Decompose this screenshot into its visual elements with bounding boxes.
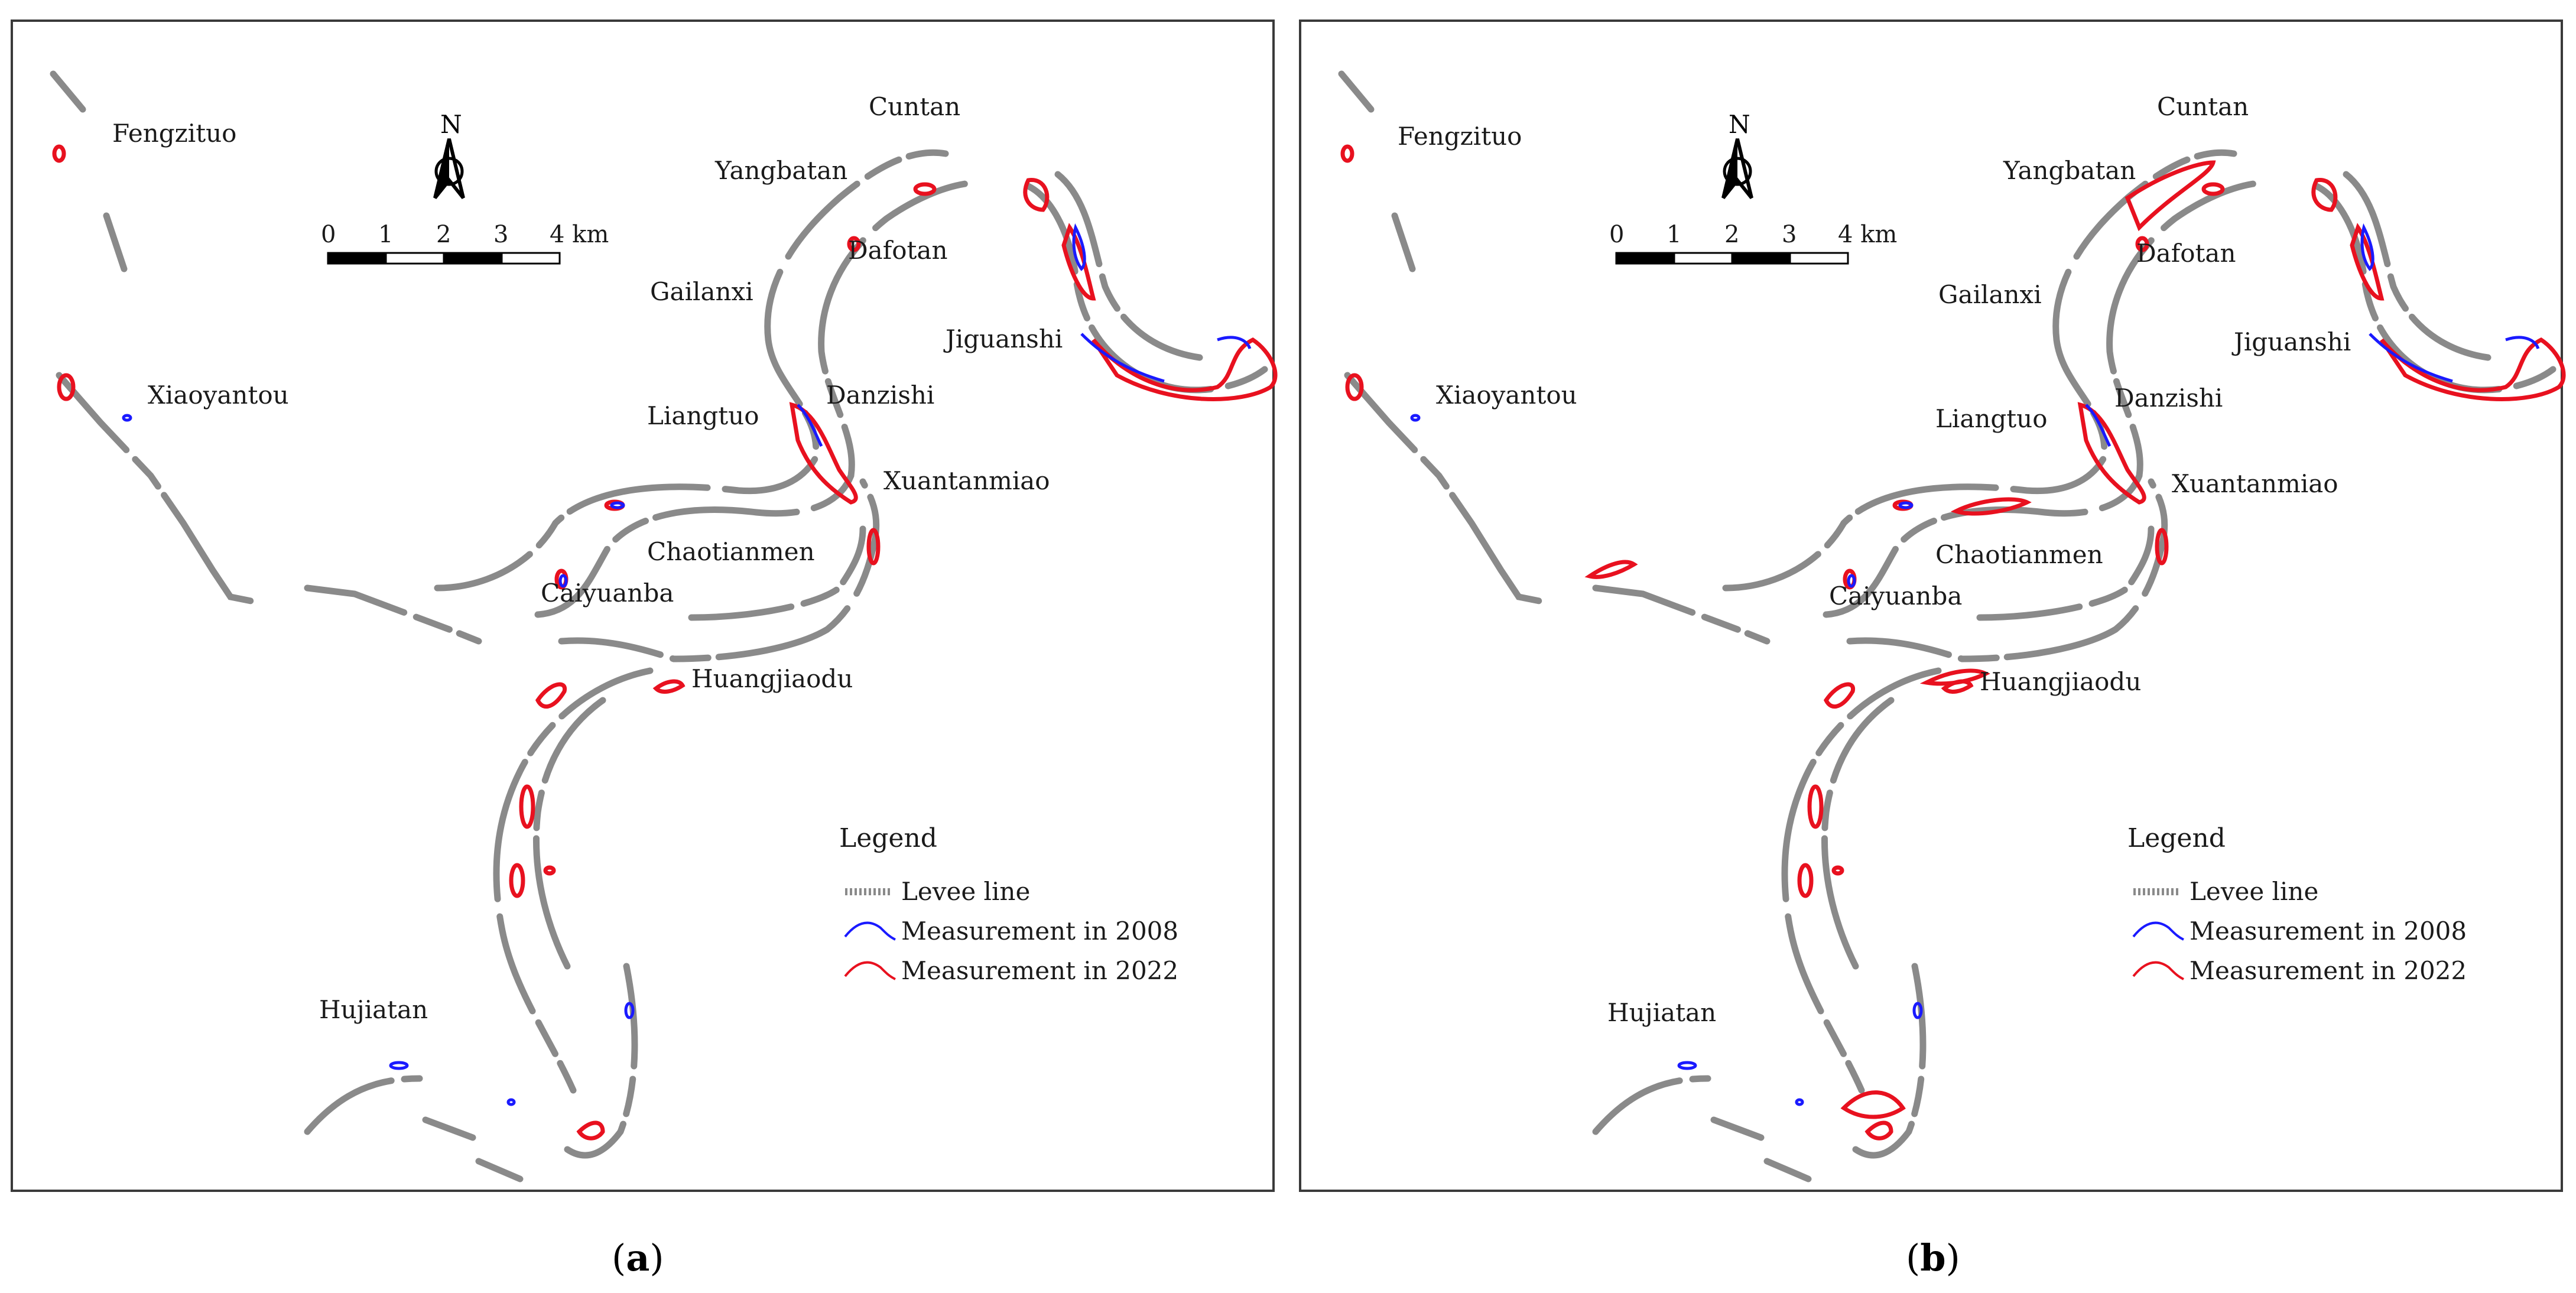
legend-item-2022: Measurement in 2022 — [2190, 956, 2467, 985]
place-label-gailanxi: Gailanxi — [650, 277, 753, 306]
place-label-yangbatan: Yangbatan — [714, 156, 847, 185]
scale-tick-3: 3 — [1782, 221, 1797, 248]
place-label-jiguanshi: Jiguanshi — [2231, 327, 2351, 356]
north-label: N — [440, 110, 462, 139]
place-label-danzishi: Danzishi — [826, 381, 934, 410]
scale-tick-0: 0 — [321, 221, 336, 248]
legend-item-2008: Measurement in 2008 — [2190, 917, 2467, 946]
caption-letter-a: a — [626, 1236, 649, 1279]
place-label-huangjiaodu: Huangjiaodu — [691, 664, 853, 693]
place-label-xiaoyantou: Xiaoyantou — [1436, 381, 1577, 410]
legend-title: Legend — [839, 823, 937, 853]
place-label-liangtuo: Liangtuo — [1935, 404, 2048, 433]
map-frame-a — [11, 20, 1275, 1192]
scale-tick-1: 1 — [1667, 221, 1681, 248]
scale-tick-2: 2 — [436, 221, 451, 248]
place-label-xuantanmiao: Xuantanmiao — [2172, 469, 2338, 498]
place-label-fengzituo: Fengzituo — [112, 119, 236, 148]
place-label-liangtuo: Liangtuo — [647, 401, 759, 430]
scale-tick-1: 1 — [378, 221, 393, 248]
place-label-huangjiaodu: Huangjiaodu — [1980, 667, 2141, 696]
place-label-xuantanmiao: Xuantanmiao — [883, 466, 1050, 495]
place-label-caiyuanba: Caiyuanba — [1829, 581, 1962, 610]
scale-tick-4: 4 km — [550, 221, 609, 248]
map-frame-b — [1299, 20, 2563, 1192]
legend-item-2008: Measurement in 2008 — [901, 917, 1178, 946]
place-label-fengzituo: Fengzituo — [1398, 122, 1522, 151]
caption-close-a: ) — [649, 1236, 664, 1279]
place-label-jiguanshi: Jiguanshi — [943, 324, 1063, 353]
map-panel-b: N 0 1 2 3 4 km Fengzituo Cuntan Yangbata… — [1299, 20, 2564, 1192]
legend-item-levee: Levee line — [2190, 877, 2318, 906]
caption-close-b: ) — [1946, 1236, 1960, 1279]
north-label: N — [1729, 110, 1750, 139]
caption-letter-b: b — [1920, 1236, 1945, 1279]
place-label-cuntan: Cuntan — [2157, 92, 2249, 121]
place-label-danzishi: Danzishi — [2114, 384, 2223, 412]
place-label-hujiatan: Hujiatan — [319, 995, 428, 1024]
place-label-cuntan: Cuntan — [869, 92, 960, 121]
legend-item-2022: Measurement in 2022 — [901, 956, 1178, 985]
legend-title: Legend — [2127, 823, 2226, 853]
place-label-xiaoyantou: Xiaoyantou — [148, 381, 289, 410]
map-panel-a: N 0 1 2 3 4 km Fengzituo Cuntan Yangbata… — [11, 20, 1275, 1192]
legend-item-levee: Levee line — [901, 877, 1030, 906]
place-label-dafotan: Dafotan — [848, 236, 948, 265]
panel-caption-a: (a) — [612, 1236, 664, 1279]
scale-tick-4: 4 km — [1838, 221, 1897, 248]
place-label-chaotianmen: Chaotianmen — [647, 537, 815, 566]
caption-open-a: ( — [612, 1236, 626, 1279]
scale-tick-3: 3 — [493, 221, 508, 248]
measurement-2022-extra — [1584, 160, 2216, 1119]
scale-tick-0: 0 — [1609, 221, 1624, 248]
place-label-caiyuanba: Caiyuanba — [541, 579, 674, 607]
caption-open-b: ( — [1906, 1236, 1920, 1279]
scale-tick-2: 2 — [1724, 221, 1739, 248]
place-label-dafotan: Dafotan — [2136, 239, 2236, 268]
place-label-yangbatan: Yangbatan — [2003, 156, 2136, 185]
place-label-hujiatan: Hujiatan — [1607, 998, 1716, 1027]
place-label-gailanxi: Gailanxi — [1938, 280, 2042, 309]
panel-caption-b: (b) — [1906, 1236, 1960, 1279]
place-label-chaotianmen: Chaotianmen — [1935, 540, 2103, 569]
